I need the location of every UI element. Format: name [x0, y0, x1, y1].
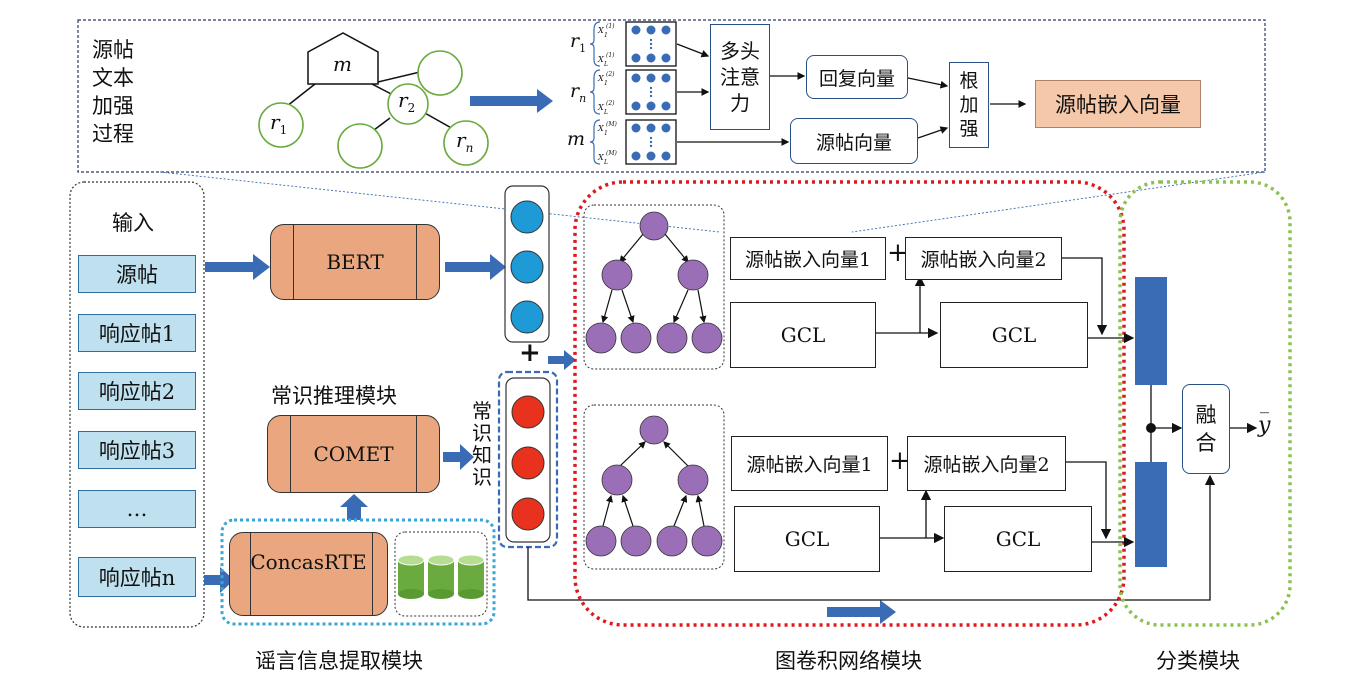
ck-char: 识	[472, 465, 492, 489]
ck-char: 知	[472, 443, 492, 467]
mha-line: 多头	[720, 39, 760, 63]
input-ellipsis: …	[78, 490, 196, 528]
lower-gcl-1: GCL	[734, 506, 880, 572]
lower-plus: +	[889, 446, 911, 476]
reply-vector-box: 回复向量	[806, 55, 908, 99]
lower-gcl-2: GCL	[944, 506, 1092, 572]
mha-line: 注意	[720, 65, 760, 89]
lower-embedding-2: 源帖嵌入向量2	[907, 436, 1066, 491]
source-embedding-box: 源帖嵌入向量	[1035, 80, 1201, 128]
reply-node-r2	[387, 83, 429, 125]
fusion-box: 融 合	[1182, 384, 1230, 474]
tree-label-r2: r2	[398, 88, 416, 115]
upper-embedding-2: 源帖嵌入向量2	[905, 237, 1062, 280]
comet-label: COMET	[313, 442, 394, 466]
root-enhance-line: 强	[959, 118, 979, 140]
matrix-row-label: r1	[570, 30, 587, 55]
svg-text:L: L	[603, 159, 608, 166]
svg-text:1: 1	[604, 32, 608, 39]
classify-module-border	[1118, 180, 1292, 627]
svg-text:X: X	[597, 74, 604, 83]
reply-node-r1	[258, 102, 304, 148]
mha-line: 力	[730, 91, 750, 115]
svg-text:(1): (1)	[606, 52, 615, 59]
top-title-line: 文本	[92, 66, 134, 90]
svg-text:L: L	[603, 109, 608, 116]
svg-text:1: 1	[604, 130, 608, 137]
root-enhance-line: 加	[959, 94, 979, 116]
upper-gcl-1: GCL	[730, 302, 876, 368]
top-title-line: 过程	[92, 122, 134, 146]
svg-text:(2): (2)	[606, 71, 615, 78]
lower-feature-bar	[1135, 462, 1167, 567]
concat-plus: +	[519, 338, 541, 368]
multihead-attention-box: 多头 注意 力	[710, 24, 770, 130]
matrix-row-label: m	[567, 128, 586, 150]
top-title-line: 加强	[92, 94, 134, 118]
input-reply-2: 响应帖2	[78, 372, 196, 410]
input-reply-n: 响应帖n	[78, 557, 196, 597]
matrix-row-label: rn	[570, 80, 587, 105]
top-panel-border	[77, 19, 1266, 173]
top-title-line: 源帖	[92, 38, 134, 62]
input-panel-border	[69, 181, 205, 628]
svg-text:(1): (1)	[606, 23, 615, 30]
fusion-char: 合	[1195, 431, 1217, 455]
upper-graph-frame	[583, 204, 725, 370]
input-title: 输入	[112, 211, 154, 235]
upper-feature-bar	[1135, 277, 1167, 385]
caption-gcn-module: 图卷积网络模块	[775, 649, 922, 673]
reply-node-rn	[443, 120, 489, 166]
tree-label-rn: rn	[456, 128, 474, 155]
matrix-groups: X(1)1 X(1)L X(2)1 X(2)L X(M)1 X(M)L	[589, 21, 677, 166]
svg-text:X: X	[597, 153, 604, 162]
reply-node-mid	[337, 123, 383, 169]
output-y: ‾ y	[1258, 410, 1271, 438]
reply-node-top	[417, 50, 463, 96]
svg-text:X: X	[597, 124, 604, 133]
caption-rumor-module: 谣言信息提取模块	[255, 649, 423, 673]
rumor-module-border	[220, 518, 496, 626]
comet-box: COMET	[267, 415, 440, 493]
input-reply-1: 响应帖1	[78, 314, 196, 352]
commonsense-module-title: 常识推理模块	[271, 384, 397, 408]
concasrte-label: ConcasRTE	[250, 550, 367, 574]
top-panel-title: 源帖 文本 加强 过程	[92, 36, 134, 148]
source-post-node	[307, 32, 379, 85]
ck-char: 常	[472, 399, 492, 423]
svg-text:L: L	[603, 61, 608, 68]
svg-text:(M): (M)	[606, 121, 617, 128]
svg-text:X: X	[597, 103, 604, 112]
ck-char: 识	[472, 421, 492, 445]
tree-label-r1: r1	[270, 110, 288, 137]
root-enhance-box: 根 加 强	[949, 62, 989, 148]
bert-box: BERT	[270, 224, 440, 300]
upper-plus: +	[887, 238, 909, 268]
bert-label: BERT	[326, 250, 384, 274]
svg-text:X: X	[597, 26, 604, 35]
svg-text:X: X	[597, 55, 604, 64]
lower-embedding-1: 源帖嵌入向量1	[731, 436, 888, 491]
caption-classify-module: 分类模块	[1156, 649, 1240, 673]
lower-graph-frame	[583, 404, 725, 570]
input-reply-3: 响应帖3	[78, 431, 196, 469]
gcn-module-border	[573, 180, 1126, 627]
root-enhance-line: 根	[959, 70, 979, 92]
knowledge-base-cylinders	[397, 554, 485, 599]
commonsense-knowledge-label: 常 识 知 识	[472, 400, 492, 488]
top-flow-arrow	[470, 89, 553, 113]
svg-text:(M): (M)	[606, 150, 617, 157]
post-tree-graph	[258, 32, 489, 169]
svg-text:(2): (2)	[606, 100, 615, 107]
upper-gcl-2: GCL	[940, 302, 1088, 368]
input-source-post: 源帖	[78, 255, 196, 293]
lower-propagation-graph	[602, 441, 705, 527]
source-vector-box: 源帖向量	[790, 118, 918, 164]
concasrte-box: ConcasRTE	[229, 532, 388, 616]
upper-embedding-1: 源帖嵌入向量1	[730, 237, 886, 280]
svg-text:1: 1	[604, 80, 608, 87]
tree-label-m: m	[333, 52, 352, 76]
fusion-char: 融	[1195, 403, 1217, 427]
